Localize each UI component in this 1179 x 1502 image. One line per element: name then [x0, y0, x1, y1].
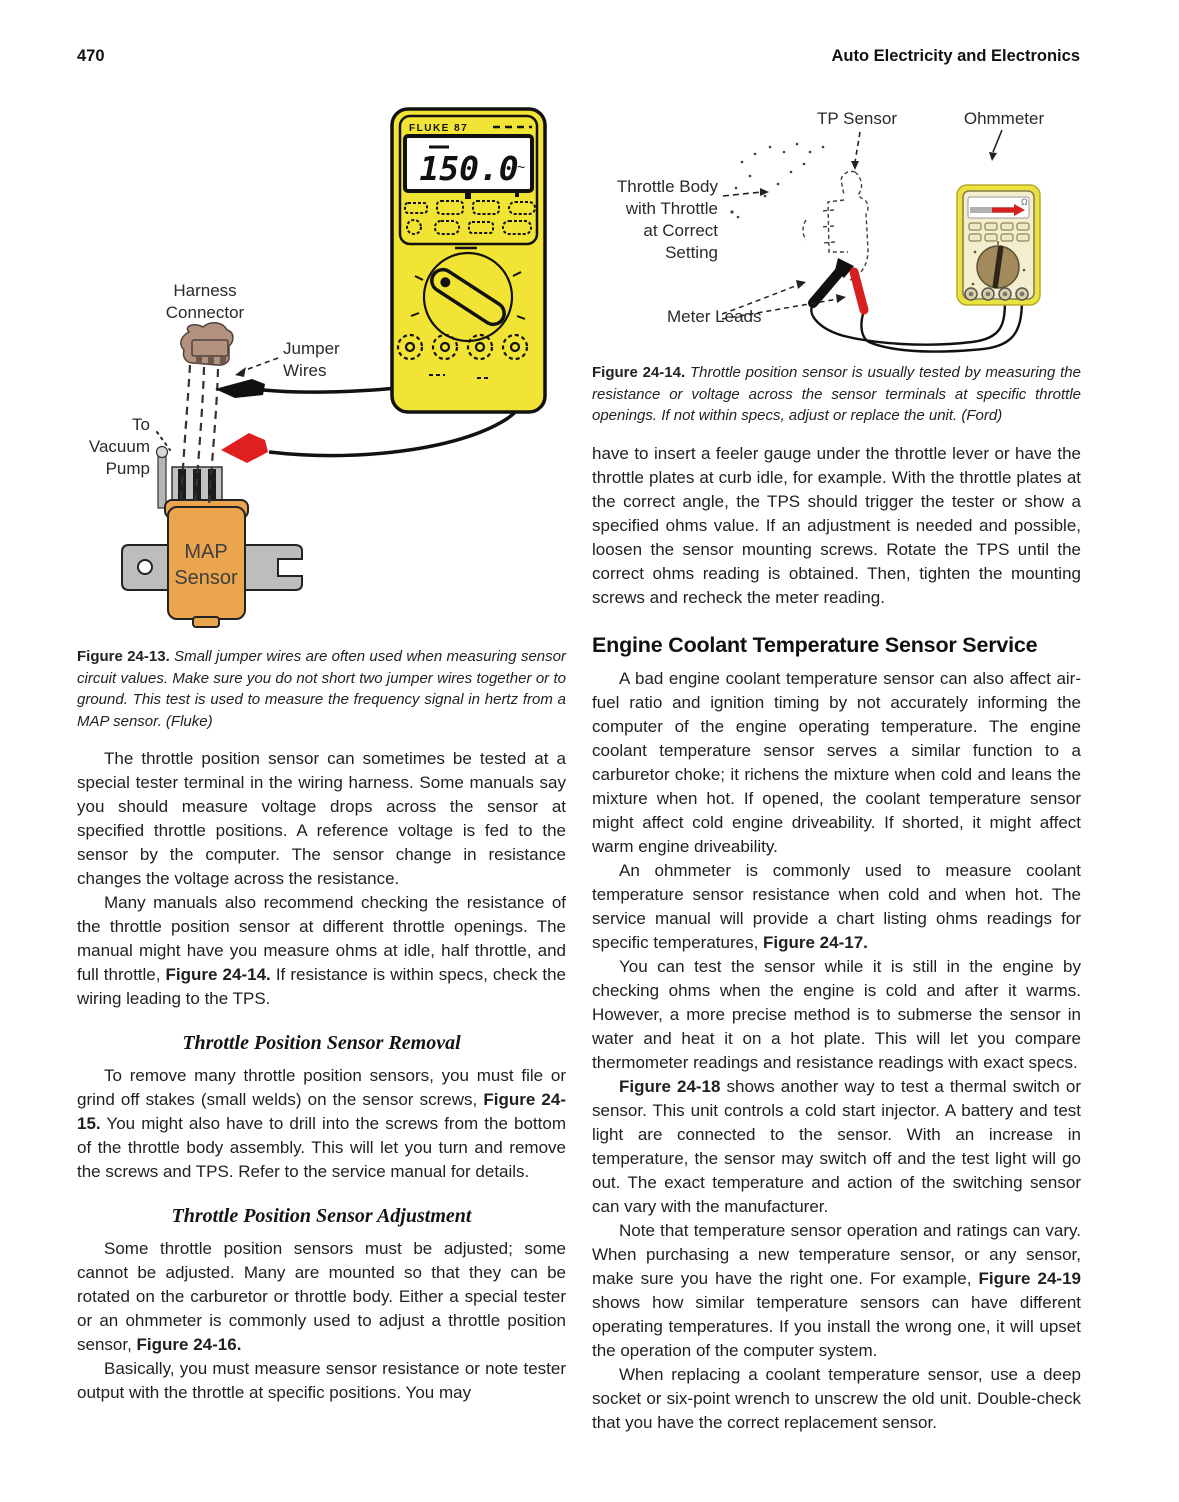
tp-sensor-arrow — [854, 131, 861, 164]
paragraph: Many manuals also recommend checking the… — [77, 893, 567, 1008]
paragraph: Basically, you must measure sensor resis… — [77, 1359, 566, 1402]
map-sensor-body: MAP Sensor — [164, 499, 249, 628]
paragraph: Note that temperature sensor operation a… — [592, 1220, 1081, 1360]
ohmmeter-dial — [971, 241, 1026, 289]
harness-connector — [180, 322, 234, 366]
map-sensor-bracket — [121, 544, 303, 591]
page-number: 470 — [77, 47, 105, 65]
left-column: MAP Sensor — [77, 100, 566, 1405]
paragraph: When replacing a coolant temperature sen… — [592, 1364, 1081, 1432]
paragraph: You can test the sensor while it is stil… — [592, 956, 1081, 1072]
ohmmeter-label: Ohmmeter — [964, 109, 1045, 128]
figure-24-13-illustration: MAP Sensor — [89, 107, 547, 628]
vacuum-pipe — [155, 445, 169, 509]
paragraph: have to insert a feeler gauge under the … — [592, 443, 1081, 607]
vacuum-pump-label-line1: To — [132, 415, 150, 434]
red-alligator-clip — [221, 433, 268, 463]
throttle-body-sketch — [802, 170, 869, 281]
section-heading-coolant-sensor-service: Engine Coolant Temperature Sensor Servic… — [592, 632, 1038, 657]
bracket-hole — [137, 559, 153, 575]
meter-lead-wire-2 — [860, 298, 1024, 353]
tp-sensor-label: TP Sensor — [817, 109, 897, 128]
black-meter-clip — [808, 265, 846, 308]
paragraph: To remove many throttle position sensors… — [77, 1066, 566, 1181]
paragraph: The throttle position sensor can sometim… — [77, 749, 566, 888]
throttle-body-arrow — [722, 191, 763, 197]
running-head-title: Auto Electricity and Electronics — [831, 47, 1080, 65]
multimeter: FLUKE 87 150.0 ~ — [390, 107, 547, 414]
multimeter-buttons — [404, 200, 536, 235]
throttle-body-label-line3: at Correct — [643, 221, 718, 240]
figure-24-14: TP Sensor Ohmmeter — [592, 100, 1081, 353]
meter-leads-arrow-1 — [721, 284, 799, 315]
paragraph: Some throttle position sensors must be a… — [77, 1239, 566, 1354]
jumper-wires-label-line2: Wires — [283, 361, 326, 380]
vacuum-pump-label-line2: Vacuum — [89, 437, 150, 456]
paragraph: A bad engine coolant temperature sensor … — [592, 668, 1081, 856]
map-sensor-label-line1: MAP — [184, 541, 227, 563]
harness-connector-label-line1: Harness — [173, 281, 236, 300]
right-column: TP Sensor Ohmmeter — [592, 100, 1081, 1435]
ohmmeter-arrow — [992, 129, 1003, 153]
jumper-wires-arrow — [239, 357, 279, 373]
meter-lead-wire-1 — [810, 298, 1007, 346]
ohmmeter-buttons — [968, 222, 1030, 242]
jumper-wires-label-line1: Jumper — [283, 339, 340, 358]
ohm-symbol: Ω — [1021, 197, 1028, 207]
ohmmeter-jacks — [964, 287, 1029, 301]
meter-leads-arrow-2 — [721, 298, 839, 320]
multimeter-mode-symbol: ~ — [517, 159, 525, 175]
multimeter-jacks — [396, 333, 529, 361]
jumper-wires — [179, 364, 220, 507]
figure-24-14-illustration: TP Sensor Ohmmeter — [617, 109, 1045, 353]
paragraph: Figure 24-18 shows another way to test a… — [592, 1076, 1081, 1216]
throttle-body-label-line4: Setting — [665, 243, 718, 262]
multimeter-dial — [410, 251, 526, 343]
section-heading-tps-adjustment: Throttle Position Sensor Adjustment — [171, 1205, 472, 1227]
section-heading-tps-removal: Throttle Position Sensor Removal — [182, 1032, 461, 1054]
vacuum-pump-label-line3: Pump — [106, 459, 150, 478]
red-meter-clip — [849, 267, 869, 315]
multimeter-brand: FLUKE 87 — [409, 123, 468, 134]
figure-24-13: MAP Sensor — [77, 100, 566, 637]
harness-connector-label-line2: Connector — [166, 303, 245, 322]
throttle-body-label-line1: Throttle Body — [617, 177, 719, 196]
figure-24-14-caption: Figure 24-14. Throttle position sensor i… — [592, 364, 1081, 424]
throttle-body-label-line2: with Throttle — [625, 199, 718, 218]
meter-leads-label: Meter Leads — [667, 307, 762, 326]
ohmmeter: Ω — [956, 184, 1041, 306]
sketch-dots — [730, 142, 825, 219]
black-alligator-clip — [215, 379, 265, 398]
map-sensor-label-line2: Sensor — [174, 567, 238, 589]
figure-24-13-caption: Figure 24-13. Small jumper wires are oft… — [77, 648, 566, 730]
paragraph: An ohmmeter is commonly used to measure … — [592, 860, 1081, 952]
multimeter-reading: 150.0 — [419, 149, 518, 188]
